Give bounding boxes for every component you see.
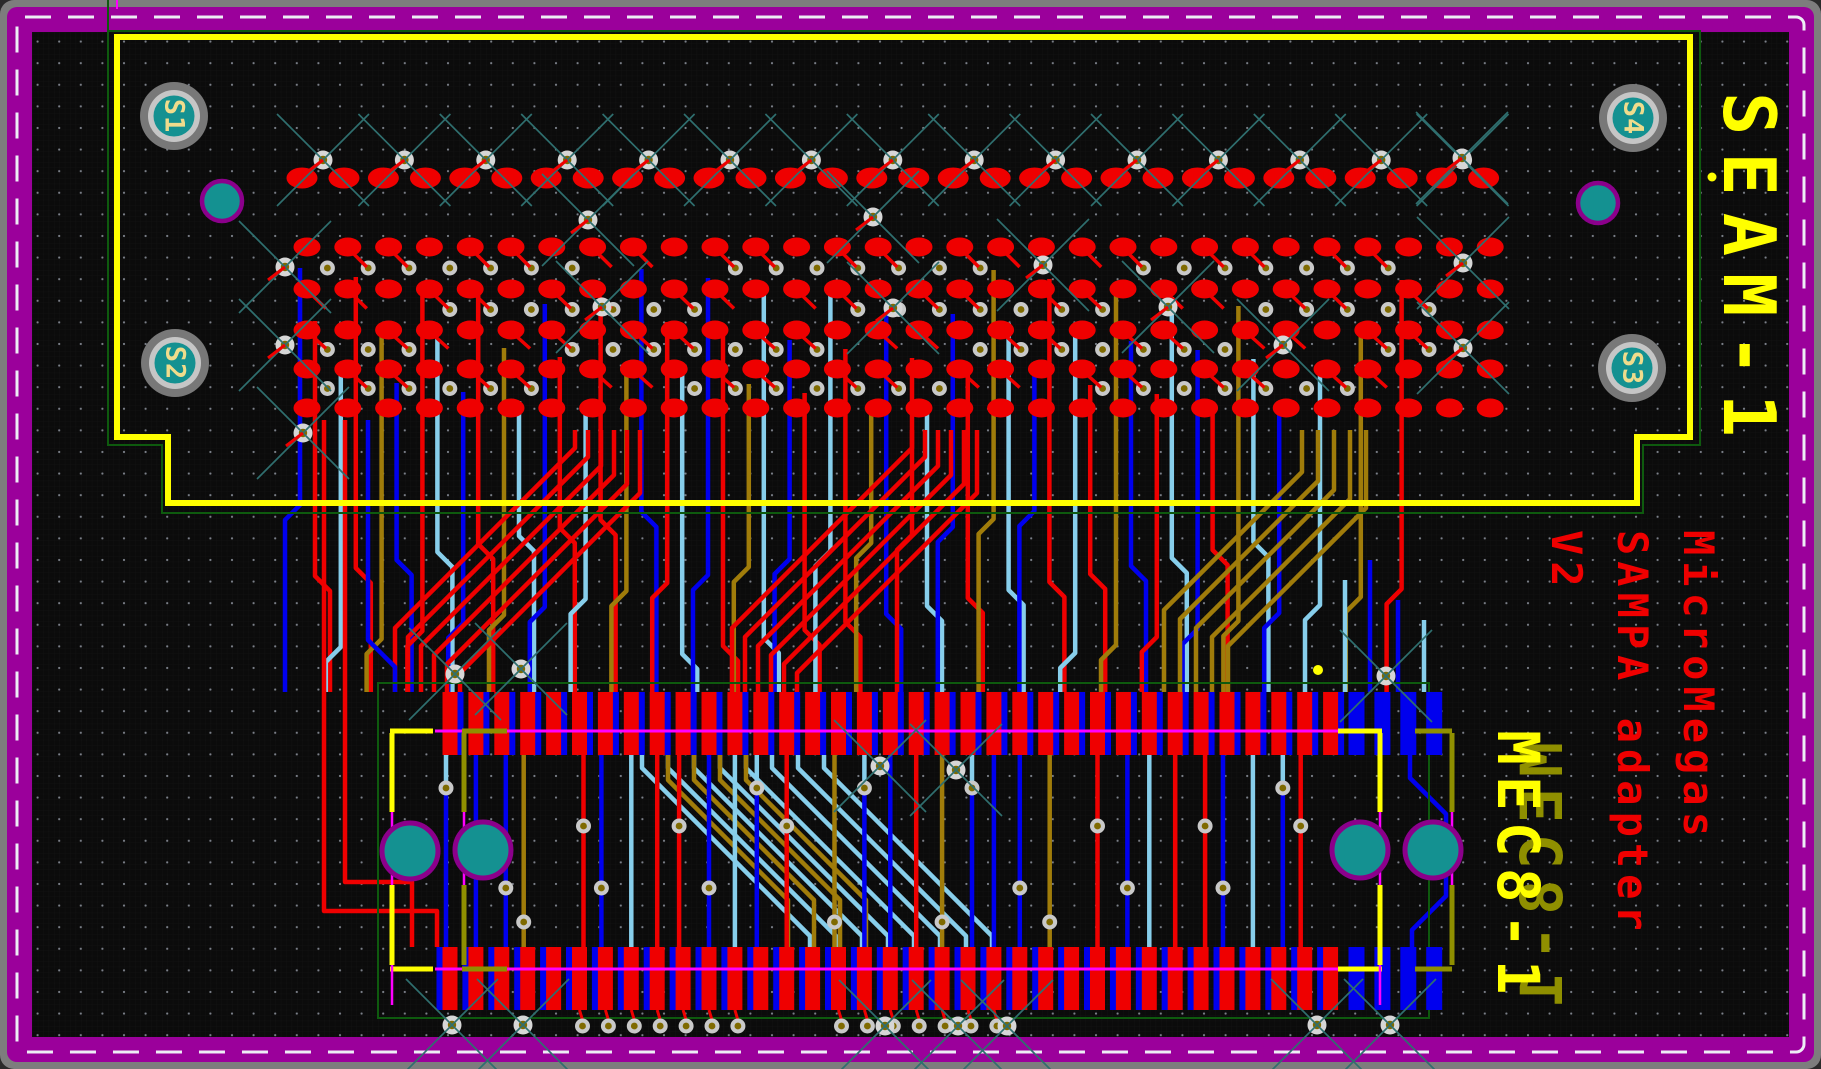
mount-hole-label-s2: S2 [160, 346, 191, 381]
mec8-edge-connector [377, 682, 1464, 1034]
mount-hole-label-s4: S4 [1618, 101, 1649, 136]
mec8-label-bottom-silk: MEC8-1 [1508, 742, 1576, 1018]
board-title-line3: V2 [1542, 530, 1591, 593]
vias-and-markers [238, 111, 1717, 1069]
mec8-label-top-silk: MEC8-1 [1484, 730, 1552, 1006]
mount-hole-label-s3: S3 [1617, 351, 1648, 386]
mount-hole-label-s1: S1 [159, 99, 190, 134]
seam-connector-label: SEAM-1 [1707, 92, 1791, 454]
board-title-line2: SAMPA adapter [1608, 530, 1657, 937]
copper-traces [282, 268, 1449, 947]
board-title-line1: MicroMegas [1674, 530, 1723, 843]
silkscreen-text: MEC8-1 MEC8-1 SEAM-1 MicroMegas SAMPA ad… [159, 92, 1792, 1018]
